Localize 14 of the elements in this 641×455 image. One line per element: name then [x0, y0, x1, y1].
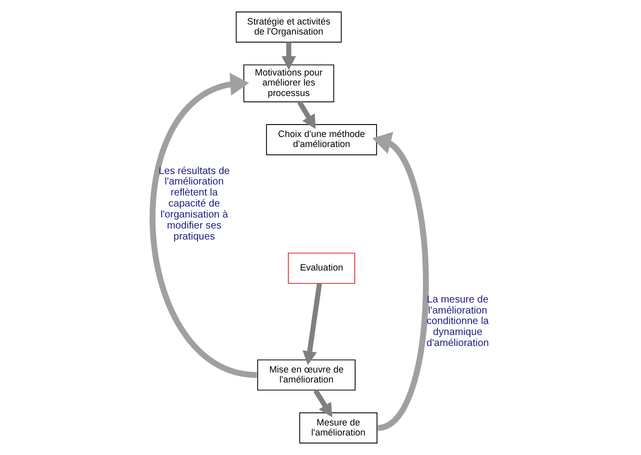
arrow	[150, 72, 257, 378]
arrow	[296, 100, 316, 129]
arrow	[312, 389, 332, 418]
node-box: Choix d'une méthode d'amélioration	[266, 124, 377, 156]
node-box: Mesure de l'amélioration	[298, 412, 377, 444]
node-box: Stratégie et activités de l'Organisation	[235, 12, 342, 43]
edge-label: La mesure de l'amélioration conditionne la dynamique d'amélioration	[426, 294, 488, 350]
node-box: Mise en œuvre de l'amélioration	[256, 359, 356, 391]
node-box: Evaluation	[287, 252, 355, 284]
node-box: Motivations pour améliorer les processus	[242, 64, 334, 102]
arrow	[281, 42, 296, 70]
arrow	[302, 283, 322, 365]
arrow	[372, 132, 428, 431]
edge-label: Les résultats de l'amélioration reflètent la capacité de l'organisation à modifier ses pratiques	[158, 166, 230, 242]
